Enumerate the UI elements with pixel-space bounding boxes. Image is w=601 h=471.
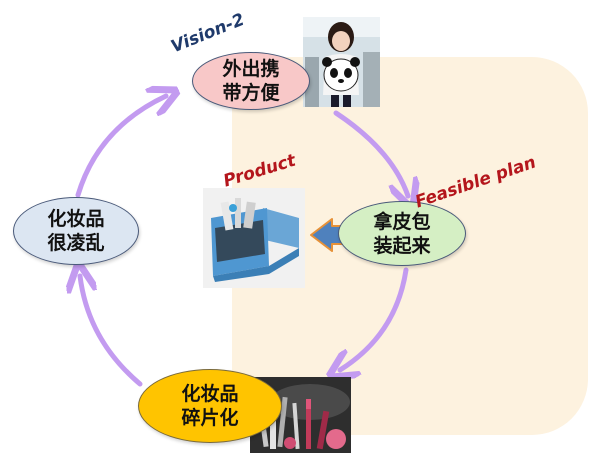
node-portable: 外出携 带方便 xyxy=(192,52,310,110)
cosmetic-bag-photo xyxy=(203,188,305,288)
girl-with-panda-bag-photo xyxy=(303,17,380,107)
node-bag-solution: 拿皮包 装起来 xyxy=(338,201,466,266)
arrow-left-to-top xyxy=(75,96,166,198)
node-bag-solution-line2: 装起来 xyxy=(373,234,431,257)
node-messy: 化妆品 很凌乱 xyxy=(13,197,139,265)
node-fragmented-line2: 碎片化 xyxy=(181,407,239,429)
node-messy-line2: 很凌乱 xyxy=(47,232,105,254)
node-portable-line2: 带方便 xyxy=(222,82,280,104)
node-bag-solution-line1: 拿皮包 xyxy=(373,210,431,233)
arrow-right-to-bottom xyxy=(340,267,409,370)
arrow-top-to-right xyxy=(333,110,408,196)
node-fragmented: 化妆品 碎片化 xyxy=(138,369,282,443)
node-messy-line1: 化妆品 xyxy=(47,208,105,230)
arrow-bottom-to-left xyxy=(80,276,143,387)
node-fragmented-line1: 化妆品 xyxy=(181,383,239,405)
node-portable-line1: 外出携 xyxy=(222,58,280,80)
